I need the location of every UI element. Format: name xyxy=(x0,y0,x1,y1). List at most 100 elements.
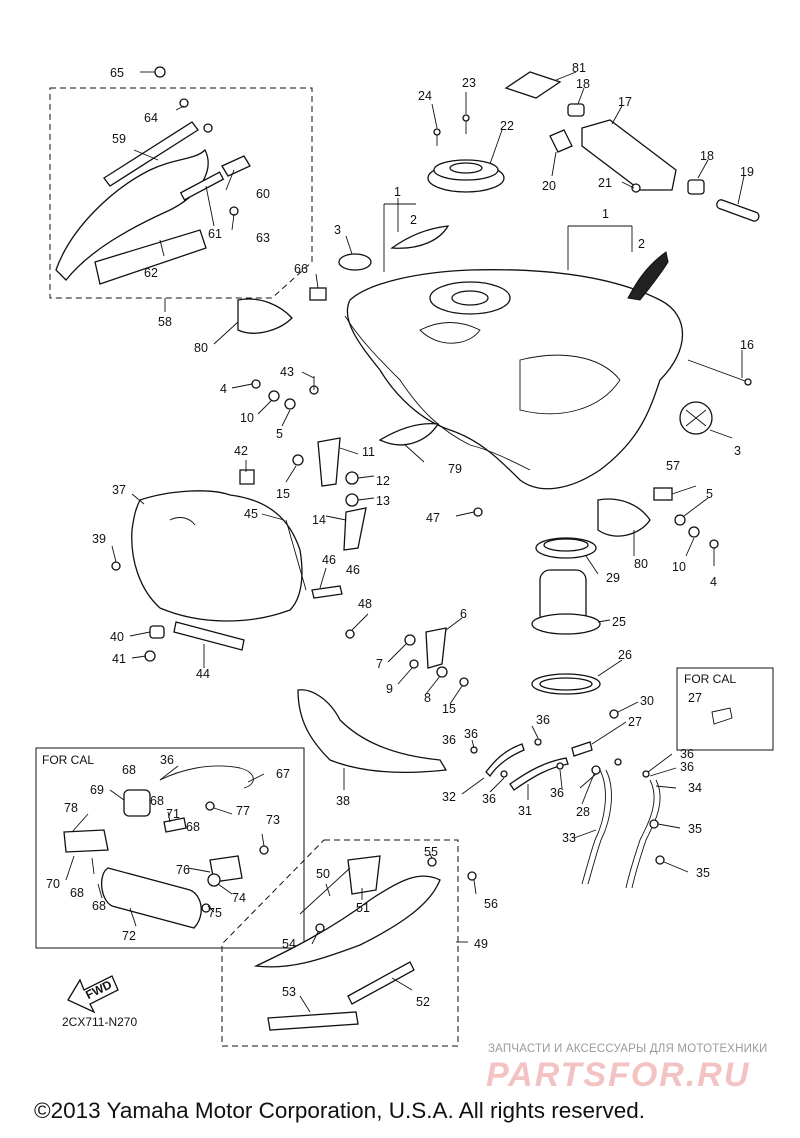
callout-42: 42 xyxy=(234,444,248,458)
grommet-64 xyxy=(179,98,189,108)
callout-71: 71 xyxy=(166,807,180,821)
collar-13 xyxy=(345,493,359,507)
vent-assembly-17 xyxy=(581,119,677,191)
callout-35: 35 xyxy=(688,822,702,836)
callout-67: 67 xyxy=(276,767,290,781)
damper-7 xyxy=(404,634,416,646)
callout-68: 68 xyxy=(150,794,164,808)
callout-37: 37 xyxy=(112,483,126,497)
callout-22: 22 xyxy=(500,119,514,133)
callout-5: 5 xyxy=(706,487,713,501)
callout-20: 20 xyxy=(542,179,556,193)
callout-51: 51 xyxy=(356,901,370,915)
callout-36: 36 xyxy=(536,713,550,727)
bolt-15-right xyxy=(459,677,469,687)
callout-65: 65 xyxy=(110,66,124,80)
callout-63: 63 xyxy=(256,231,270,245)
tank-panel xyxy=(519,354,621,415)
group-box-49 xyxy=(221,839,459,1047)
bracket-11 xyxy=(317,437,341,487)
callout-48: 48 xyxy=(358,597,372,611)
bracket-pivot xyxy=(203,123,213,133)
callout-70: 70 xyxy=(46,877,60,891)
tank-knee-pad xyxy=(419,322,481,344)
group-box-58 xyxy=(49,87,313,299)
seal-53 xyxy=(267,1011,359,1031)
callout-75: 75 xyxy=(208,906,222,920)
clip-66 xyxy=(309,287,327,301)
callout-66: 66 xyxy=(294,262,308,276)
seal-44 xyxy=(173,621,245,651)
for-cal-label-right: FOR CAL xyxy=(684,672,736,686)
copyright-notice: ©2013 Yamaha Motor Corporation, U.S.A. A… xyxy=(34,1098,646,1123)
callout-15: 15 xyxy=(276,487,290,501)
bolt-73 xyxy=(259,845,269,855)
filler-opening-inner xyxy=(451,290,489,306)
callout-79: 79 xyxy=(448,462,462,476)
gasket-20 xyxy=(549,129,573,153)
panel-80-right xyxy=(597,498,651,537)
damper-74 xyxy=(207,873,221,887)
callout-36: 36 xyxy=(442,733,456,747)
bolt-16 xyxy=(687,359,749,383)
callout-64: 64 xyxy=(144,111,158,125)
bolt-24 xyxy=(433,128,441,136)
callout-62: 62 xyxy=(144,266,158,280)
callout-45: 45 xyxy=(244,507,258,521)
callout-36: 36 xyxy=(464,727,478,741)
washer-5-right xyxy=(674,514,686,526)
callout-76: 76 xyxy=(176,863,190,877)
tube-61 xyxy=(179,171,225,201)
damper-12 xyxy=(345,471,359,485)
bolt-54 xyxy=(315,923,325,933)
callout-77: 77 xyxy=(236,804,250,818)
callout-23: 23 xyxy=(462,76,476,90)
callout-27: 27 xyxy=(628,715,642,729)
callout-15: 15 xyxy=(442,702,456,716)
callout-6: 6 xyxy=(460,607,467,621)
decal-79 xyxy=(378,422,440,446)
callout-19: 19 xyxy=(740,165,754,179)
callout-68: 68 xyxy=(122,763,136,777)
callout-16: 16 xyxy=(740,338,754,352)
joint-27-cal xyxy=(711,707,733,725)
callout-53: 53 xyxy=(282,985,296,999)
hose-33 xyxy=(581,769,606,885)
bolt-4-left xyxy=(251,379,261,389)
callout-24: 24 xyxy=(418,89,432,103)
callout-32: 32 xyxy=(442,790,456,804)
trim-59 xyxy=(103,121,199,187)
callout-47: 47 xyxy=(426,511,440,525)
bracket-60 xyxy=(221,155,251,177)
callout-27: 27 xyxy=(688,691,702,705)
callout-73: 73 xyxy=(266,813,280,827)
clamp-35-top xyxy=(649,819,659,829)
callout-80: 80 xyxy=(194,341,208,355)
callout-4: 4 xyxy=(220,382,227,396)
callout-36: 36 xyxy=(550,786,564,800)
clip-36-6 xyxy=(642,770,650,778)
callout-3: 3 xyxy=(334,223,341,237)
watermark-logo: PARTSFOR.RU xyxy=(486,1056,751,1094)
collar-10-right xyxy=(688,526,700,538)
under-cover-38 xyxy=(297,689,448,773)
callout-7: 7 xyxy=(376,657,383,671)
callout-9: 9 xyxy=(386,682,393,696)
clip-36-3 xyxy=(500,770,508,778)
clip-36-4 xyxy=(556,762,564,770)
callout-2: 2 xyxy=(410,213,417,227)
side-cover-49 xyxy=(253,875,441,968)
panel-80-left xyxy=(237,298,293,334)
callout-1: 1 xyxy=(394,185,401,199)
collar-8 xyxy=(436,666,448,678)
clamp-35-bottom xyxy=(655,855,665,865)
callout-31: 31 xyxy=(518,804,532,818)
callout-46: 46 xyxy=(346,563,360,577)
bolt-39 xyxy=(111,561,121,571)
callout-50: 50 xyxy=(316,867,330,881)
callout-12: 12 xyxy=(376,474,390,488)
callout-57: 57 xyxy=(666,459,680,473)
bolt-15-left xyxy=(292,454,304,466)
hose-32 xyxy=(485,743,525,778)
